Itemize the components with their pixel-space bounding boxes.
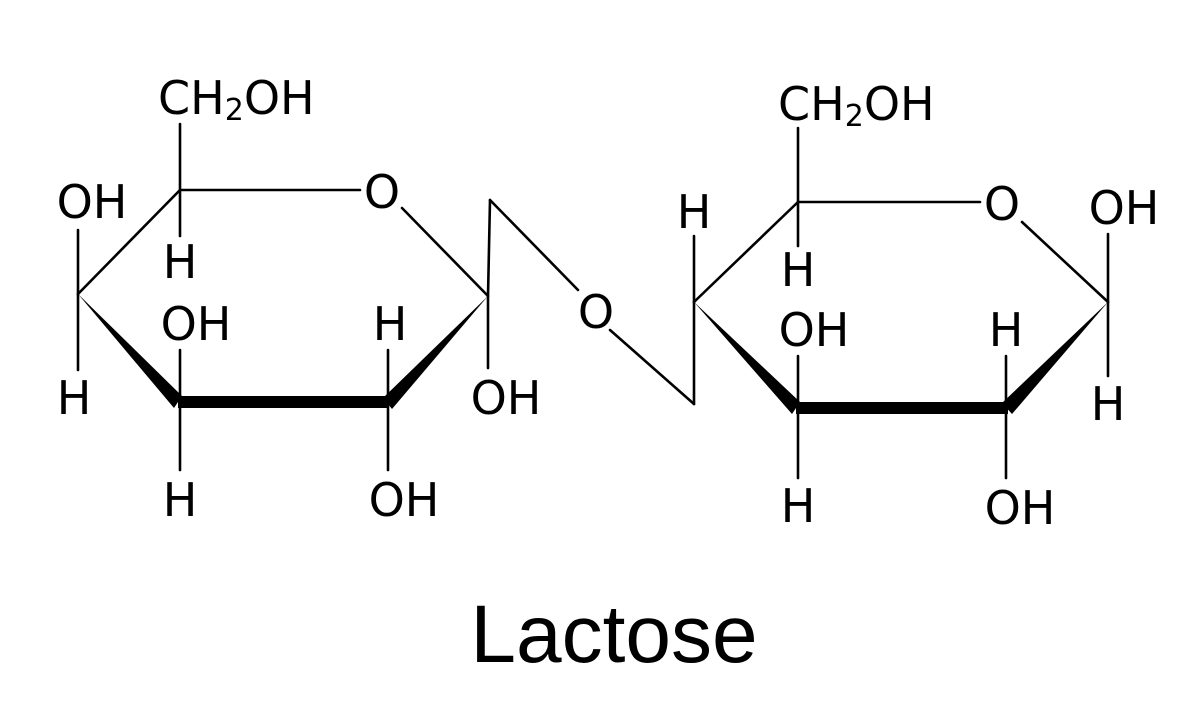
left-h-top-label: H <box>163 235 198 289</box>
bond-r-o-c1 <box>1020 220 1110 304</box>
right-ring: CH2OH O H H OH H OH H H OH <box>677 77 1160 535</box>
left-oh-left-label: OH <box>57 175 128 229</box>
left-h-bottom-label: H <box>163 473 198 527</box>
wedge-r-c2-c1 <box>1002 302 1108 414</box>
wedge-c2-c1 <box>383 296 488 409</box>
left-oh-middle-label: OH <box>161 297 232 351</box>
right-h-top-label: H <box>781 243 816 297</box>
left-h-bottom-left-label: H <box>57 371 92 425</box>
glycosidic-oxygen-label: O <box>578 285 614 339</box>
right-h-bottom-label: H <box>781 479 816 533</box>
left-oh-bottom-label: OH <box>369 473 440 527</box>
right-ch2oh-label: CH2OH <box>778 77 935 134</box>
left-oh-anomeric-label: OH <box>471 371 542 425</box>
bond-c1-up <box>486 198 492 298</box>
right-oh-right-label: OH <box>1089 181 1160 235</box>
bond-c5-c4 <box>76 188 182 296</box>
bond-up-o <box>488 198 580 292</box>
right-oh-middle-label: OH <box>779 303 850 357</box>
right-h-right-label: H <box>1091 377 1126 431</box>
wedge-r-c4-c3 <box>694 302 800 414</box>
right-ring-oxygen-label: O <box>984 177 1020 231</box>
right-oh-bottom-label: OH <box>985 481 1056 535</box>
left-ring-oxygen-label: O <box>364 165 400 219</box>
right-h-left-label: H <box>677 185 712 239</box>
right-h-middle-right-label: H <box>989 303 1024 357</box>
left-ch2oh-label: CH2OH <box>158 71 315 128</box>
bond-o-down <box>608 328 696 406</box>
wedge-c4-c3 <box>78 294 182 408</box>
bond-r-c5-c4 <box>692 200 800 304</box>
diagram-title: Lactose <box>470 589 757 680</box>
glycosidic-linkage: O <box>486 198 696 406</box>
bond-o-c1 <box>400 206 490 298</box>
left-h-middle-right-label: H <box>373 297 408 351</box>
left-ring: CH2OH O OH H OH H H H OH OH <box>57 71 542 527</box>
